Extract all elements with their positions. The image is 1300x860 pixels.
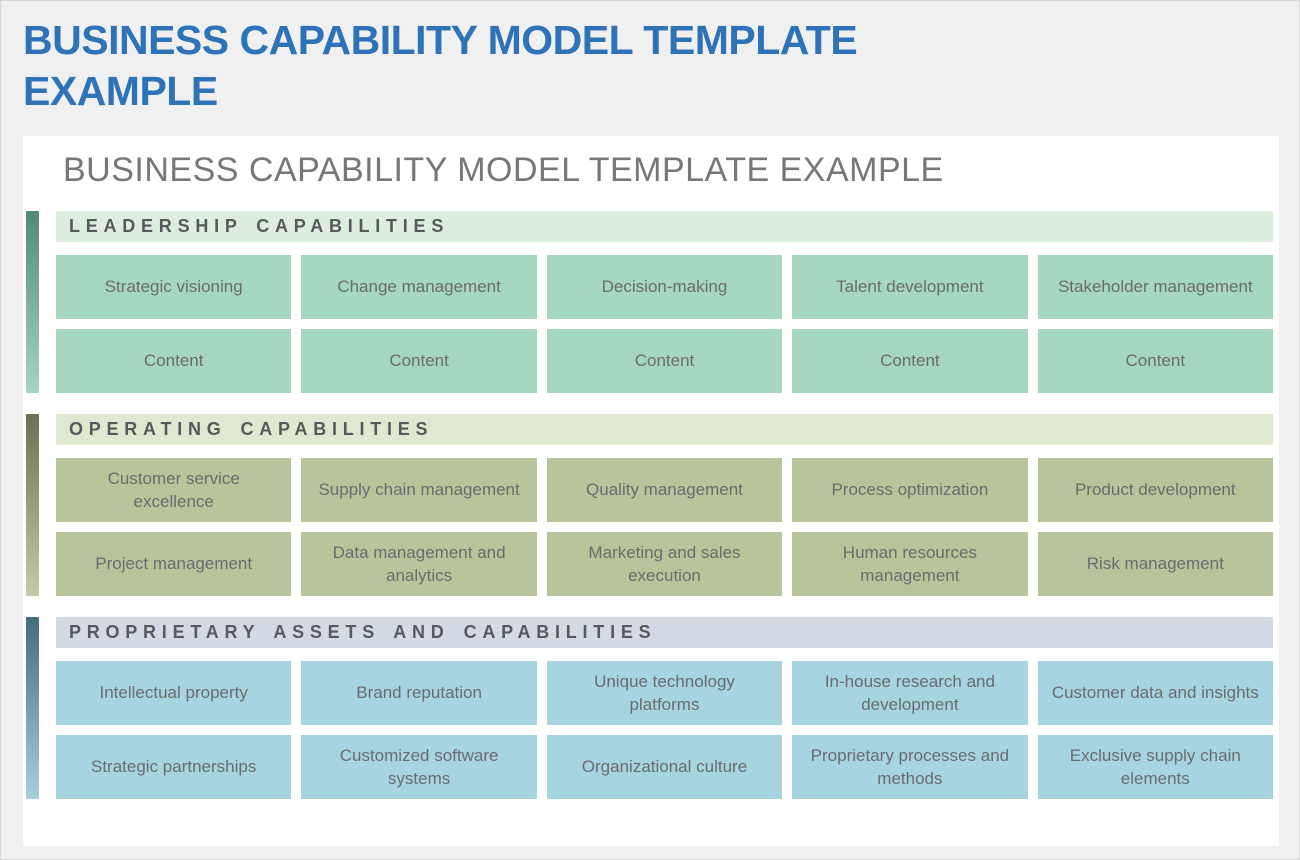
section-leadership-accent-bar: [26, 211, 39, 393]
capability-cell: Intellectual property: [56, 661, 292, 725]
section-operating-content: OPERATING CAPABILITIES Customer service e…: [56, 414, 1273, 596]
capability-cell: Strategic visioning: [56, 255, 292, 319]
capability-cell: Content: [1037, 329, 1273, 393]
page-title-line-2: EXAMPLE: [23, 67, 218, 114]
capability-cell: Customer data and insights: [1037, 661, 1273, 725]
capability-cell: Customized software systems: [301, 735, 537, 799]
page-title-line-1: BUSINESS CAPABILITY MODEL TEMPLATE: [23, 17, 858, 63]
capability-cell: Unique technology platforms: [546, 661, 783, 725]
section-leadership-header: LEADERSHIP CAPABILITIES: [56, 211, 1273, 242]
capability-cell: Content: [301, 329, 537, 393]
capability-cell: Exclusive supply chain elements: [1037, 735, 1273, 799]
capability-cell: Content: [56, 329, 292, 393]
capability-cell: Decision-making: [546, 255, 783, 319]
section-proprietary-content: PROPRIETARY ASSETS AND CAPABILITIES Intel…: [56, 617, 1273, 799]
section-proprietary-header: PROPRIETARY ASSETS AND CAPABILITIES: [56, 617, 1273, 648]
capability-cell: Talent development: [792, 255, 1028, 319]
section-operating: OPERATING CAPABILITIES Customer service e…: [26, 414, 1273, 596]
capability-cell: Product development: [1037, 458, 1273, 522]
capability-cell: Human resources management: [792, 532, 1028, 596]
capability-cell: Content: [792, 329, 1028, 393]
capability-cell: Project management: [56, 532, 292, 596]
capability-cell: Strategic partnerships: [56, 735, 292, 799]
capability-cell: Risk management: [1037, 532, 1273, 596]
capability-sections: LEADERSHIP CAPABILITIES Strategic visioni…: [23, 211, 1279, 799]
section-operating-accent-bar: [26, 414, 39, 596]
capability-cell: Content: [546, 329, 783, 393]
capability-cell: Process optimization: [792, 458, 1028, 522]
section-leadership-content: LEADERSHIP CAPABILITIES Strategic visioni…: [56, 211, 1273, 393]
section-proprietary: PROPRIETARY ASSETS AND CAPABILITIES Intel…: [26, 617, 1273, 799]
capability-cell: Change management: [301, 255, 537, 319]
diagram-title: BUSINESS CAPABILITY MODEL TEMPLATE EXAMP…: [63, 151, 944, 189]
capability-cell: Data management and analytics: [301, 532, 537, 596]
section-leadership: LEADERSHIP CAPABILITIES Strategic visioni…: [26, 211, 1273, 393]
capability-cell: In-house research and development: [792, 661, 1028, 725]
capability-cell: Marketing and sales execution: [546, 532, 783, 596]
capability-cell: Quality management: [546, 458, 783, 522]
capability-cell: Customer service excellence: [56, 458, 292, 522]
section-operating-header: OPERATING CAPABILITIES: [56, 414, 1273, 445]
capability-cell: Organizational culture: [546, 735, 783, 799]
capability-cell: Stakeholder management: [1037, 255, 1273, 319]
diagram-card: BUSINESS CAPABILITY MODEL TEMPLATE EXAMP…: [23, 136, 1279, 846]
capability-cell: Proprietary processes and methods: [792, 735, 1028, 799]
page-title: BUSINESS CAPABILITY MODEL TEMPLATE EXAMP…: [23, 15, 858, 117]
capability-cell: Brand reputation: [301, 661, 537, 725]
capability-cell: Supply chain management: [301, 458, 537, 522]
section-proprietary-accent-bar: [26, 617, 39, 799]
